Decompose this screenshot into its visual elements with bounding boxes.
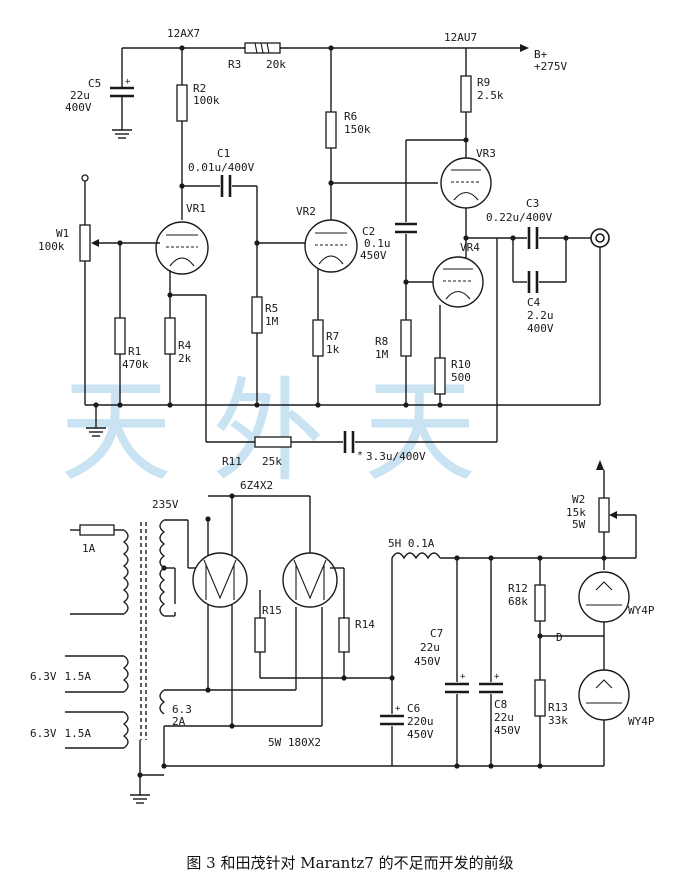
vr3-label: VR3 — [476, 147, 496, 160]
vr2-label: VR2 — [296, 205, 316, 218]
c7-value: 22u — [420, 641, 440, 654]
supply-voltage: +275V — [534, 60, 567, 73]
tube-type-12ax7: 12AX7 — [167, 27, 200, 40]
w1-label: W1 — [56, 227, 69, 240]
resistor-spec: 5W 180X2 — [268, 736, 321, 749]
r6-value: 150k — [344, 123, 371, 136]
c7-rating: 450V — [414, 655, 441, 668]
r7-value: 1k — [326, 343, 340, 356]
vr1-label: VR1 — [186, 202, 206, 215]
c5-value: 22u — [70, 89, 90, 102]
figure-caption: 图 3 和田茂针对 Marantz7 的不足而开发的前级 — [186, 854, 514, 872]
r9-value: 2.5k — [477, 89, 504, 102]
w1-value: 100k — [38, 240, 65, 253]
r4-value: 2k — [178, 352, 192, 365]
c8-label: C8 — [494, 698, 507, 711]
r1-label: R1 — [128, 345, 141, 358]
r13-label: R13 — [548, 701, 568, 714]
supply-label: B+ — [534, 48, 548, 61]
r6-label: R6 — [344, 110, 357, 123]
r5-label: R5 — [265, 302, 278, 315]
r7-label: R7 — [326, 330, 339, 343]
tube-vr2 — [304, 219, 358, 273]
c8-rating: 450V — [494, 724, 521, 737]
svg-text:+: + — [125, 77, 131, 87]
rectifier-type: 6Z4X2 — [240, 479, 273, 492]
upper-circuit: R3 20k 12AX7 12AU7 B+ +275V + C5 22u 400… — [38, 27, 610, 468]
fuse-value: 1A — [82, 542, 96, 555]
rectifier-tube-1 — [192, 552, 248, 608]
tube-vr4 — [432, 256, 484, 308]
c5-rating: 400V — [65, 101, 92, 114]
r3-value: 20k — [266, 58, 286, 71]
r5-value: 1M — [265, 315, 279, 328]
r3-resistor — [244, 42, 281, 54]
feedback-cap-value: 3.3u/400V — [366, 450, 426, 463]
svg-text:*: * — [357, 450, 363, 461]
w2-label: W2 — [572, 493, 585, 506]
r10-value: 500 — [451, 371, 471, 384]
c7-label: C7 — [430, 627, 443, 640]
c3-value: 0.22u/400V — [486, 211, 553, 224]
r8-value: 1M — [375, 348, 389, 361]
c4-label: C4 — [527, 296, 541, 309]
r2-value: 100k — [193, 94, 220, 107]
c6-label: C6 — [407, 702, 420, 715]
tube-vr3 — [440, 157, 492, 209]
r1-value: 470k — [122, 358, 149, 371]
c2-label: C2 — [362, 225, 375, 238]
watermark: 天外天 — [60, 367, 516, 497]
tube-type-12au7: 12AU7 — [444, 31, 477, 44]
r4-label: R4 — [178, 339, 192, 352]
rect-heater-current: 2A — [172, 715, 186, 728]
c2-rating: 450V — [360, 249, 387, 262]
tube-vr1 — [155, 221, 209, 275]
regulator-tube-1 — [578, 571, 630, 623]
hv-winding-label: 235V — [152, 498, 179, 511]
c1-label: C1 — [217, 147, 230, 160]
r13-value: 33k — [548, 714, 568, 727]
r8-label: R8 — [375, 335, 388, 348]
regulator-1-label: WY4P — [628, 604, 655, 617]
c5-label: C5 — [88, 77, 101, 90]
regulator-tube-2 — [578, 669, 630, 721]
rectifier-tube-2 — [282, 552, 338, 608]
c3-label: C3 — [526, 197, 539, 210]
r11-value: 25k — [262, 455, 282, 468]
r11-label: R11 — [222, 455, 242, 468]
r2-label: R2 — [193, 82, 206, 95]
r12-label: R12 — [508, 582, 528, 595]
regulator-2-label: WY4P — [628, 715, 655, 728]
c4-value: 2.2u — [527, 309, 554, 322]
c6-value: 220u — [407, 715, 434, 728]
c4-rating: 400V — [527, 322, 554, 335]
rect-heater-voltage: 6.3 — [172, 703, 192, 716]
svg-text:天外天: 天外天 — [60, 367, 516, 497]
r3-label: R3 — [228, 58, 241, 71]
r15-label: R15 — [262, 604, 282, 617]
c6-rating: 450V — [407, 728, 434, 741]
c8-value: 22u — [494, 711, 514, 724]
w2-value: 15k — [566, 506, 586, 519]
c2-value: 0.1u — [364, 237, 391, 250]
r9-label: R9 — [477, 76, 490, 89]
r12-value: 68k — [508, 595, 528, 608]
vr4-label: VR4 — [460, 241, 480, 254]
r14-label: R14 — [355, 618, 375, 631]
svg-text:+: + — [395, 704, 401, 714]
w2-rating: 5W — [572, 518, 586, 531]
schematic-diagram: 天外天 R3 20k 12AX7 12AU7 B+ +275V + C5 22u… — [30, 27, 655, 804]
svg-text:+: + — [494, 672, 500, 682]
c1-value: 0.01u/400V — [188, 161, 255, 174]
svg-text:+: + — [460, 672, 466, 682]
node-d: D — [556, 631, 563, 644]
choke-label: 5H 0.1A — [388, 537, 435, 550]
r10-label: R10 — [451, 358, 471, 371]
